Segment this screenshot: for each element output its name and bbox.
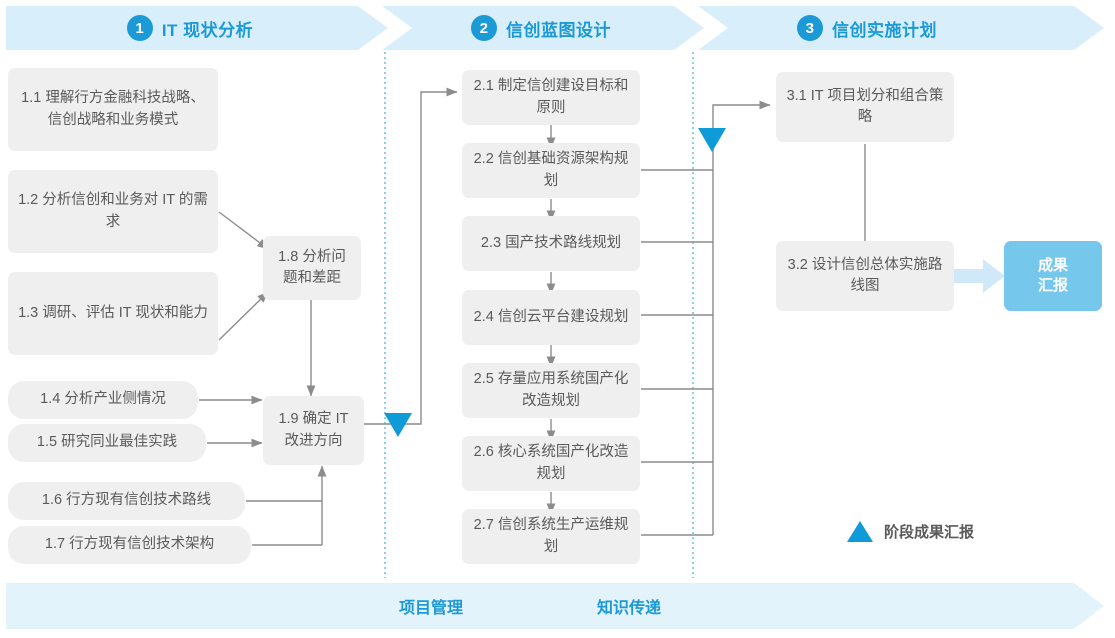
- process-box-2-3[interactable]: 2.3 国产技术路线规划: [462, 216, 640, 271]
- stage-number-1: 1: [126, 15, 153, 41]
- stage-banner-3: 3 信创实施计划: [698, 6, 1104, 50]
- stage-title-2: 信创蓝图设计: [506, 20, 611, 40]
- legend-label: 阶段成果汇报: [884, 523, 975, 541]
- process-box-1-2[interactable]: 1.2 分析信创和业务对 IT 的需求: [8, 170, 218, 253]
- process-box-2-7[interactable]: 2.7 信创系统生产运维规划: [462, 509, 640, 564]
- process-box-1-9[interactable]: 1.9 确定 IT 改进方向: [263, 396, 364, 465]
- process-box-1-4[interactable]: 1.4 分析产业侧情况: [8, 381, 198, 419]
- milestone-triangle-stage2: [698, 128, 726, 152]
- process-box-1-8[interactable]: 1.8 分析问题和差距: [263, 236, 361, 300]
- process-box-2-5[interactable]: 2.5 存量应用系统国产化改造规划: [462, 363, 640, 418]
- bottom-band: 项目管理 知识传递: [6, 583, 1104, 629]
- process-box-1-7[interactable]: 1.7 行方现有信创技术架构: [8, 526, 251, 564]
- process-box-3-2[interactable]: 3.2 设计信创总体实施路线图: [776, 241, 954, 311]
- result-callout[interactable]: 成果 汇报: [1004, 241, 1102, 311]
- process-box-1-5[interactable]: 1.5 研究同业最佳实践: [8, 424, 206, 462]
- result-arrow-icon: [953, 259, 1005, 293]
- milestone-triangle-stage1: [384, 413, 412, 437]
- process-box-1-6[interactable]: 1.6 行方现有信创技术路线: [8, 482, 245, 520]
- legend-milestone: 阶段成果汇报: [845, 518, 974, 544]
- process-box-2-4[interactable]: 2.4 信创云平台建设规划: [462, 290, 640, 345]
- stage-number-2: 2: [471, 15, 497, 41]
- stage-banner-1: 1 IT 现状分析: [6, 6, 388, 50]
- bottom-label-project-management: 项目管理: [399, 600, 464, 617]
- process-box-3-1[interactable]: 3.1 IT 项目划分和组合策略: [776, 72, 954, 142]
- milestone-triangle-icon: [847, 521, 873, 542]
- result-line-2: 汇报: [1037, 277, 1068, 294]
- process-box-2-6[interactable]: 2.6 核心系统国产化改造规划: [462, 436, 640, 491]
- process-box-1-1[interactable]: 1.1 理解行方金融科技战略、信创战略和业务模式: [8, 68, 218, 151]
- stage-title-3: 信创实施计划: [832, 20, 937, 40]
- stage-number-3: 3: [797, 15, 823, 41]
- process-box-2-1[interactable]: 2.1 制定信创建设目标和原则: [462, 70, 640, 125]
- result-line-1: 成果: [1037, 256, 1068, 274]
- stage-title-1: IT 现状分析: [161, 20, 254, 40]
- stage-banner-2: 2 信创蓝图设计: [382, 6, 704, 50]
- bottom-label-knowledge-transfer: 知识传递: [597, 600, 662, 617]
- process-box-2-2[interactable]: 2.2 信创基础资源架构规划: [462, 143, 640, 198]
- process-box-1-3[interactable]: 1.3 调研、评估 IT 现状和能力: [8, 272, 218, 355]
